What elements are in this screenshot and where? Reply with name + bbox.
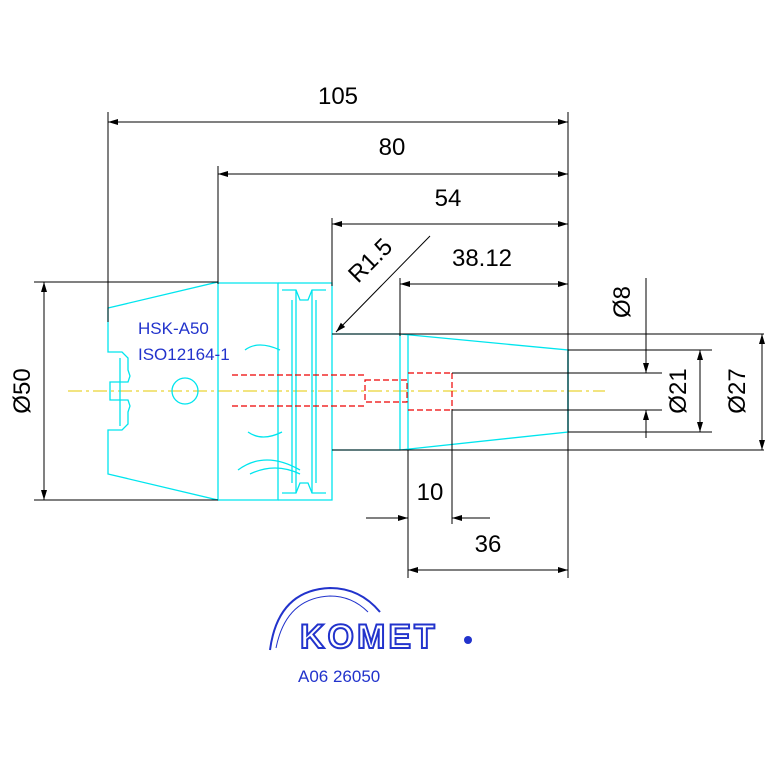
dim-dia8: Ø8 xyxy=(609,286,636,318)
komet-logo-icon xyxy=(269,586,472,651)
article-number: A06 26050 xyxy=(298,667,380,686)
dim-dia27: Ø27 xyxy=(724,368,751,413)
brand-name: KOMET xyxy=(300,618,438,656)
dim-36: 36 xyxy=(475,531,502,558)
dimension-lines xyxy=(34,112,765,578)
dim-10: 10 xyxy=(417,479,444,506)
dim-54: 54 xyxy=(435,185,462,212)
iso-label: ISO12164-1 xyxy=(138,345,230,364)
dim-dia21: Ø21 xyxy=(665,368,692,413)
dim-105: 105 xyxy=(318,83,358,110)
dim-r1-5: R1.5 xyxy=(343,233,398,288)
standard-label: HSK-A50 xyxy=(138,319,209,338)
dim-38-12: 38.12 xyxy=(452,245,512,272)
hidden-bore xyxy=(232,372,453,411)
dim-80: 80 xyxy=(379,134,406,161)
dim-dia50: Ø50 xyxy=(9,368,36,413)
